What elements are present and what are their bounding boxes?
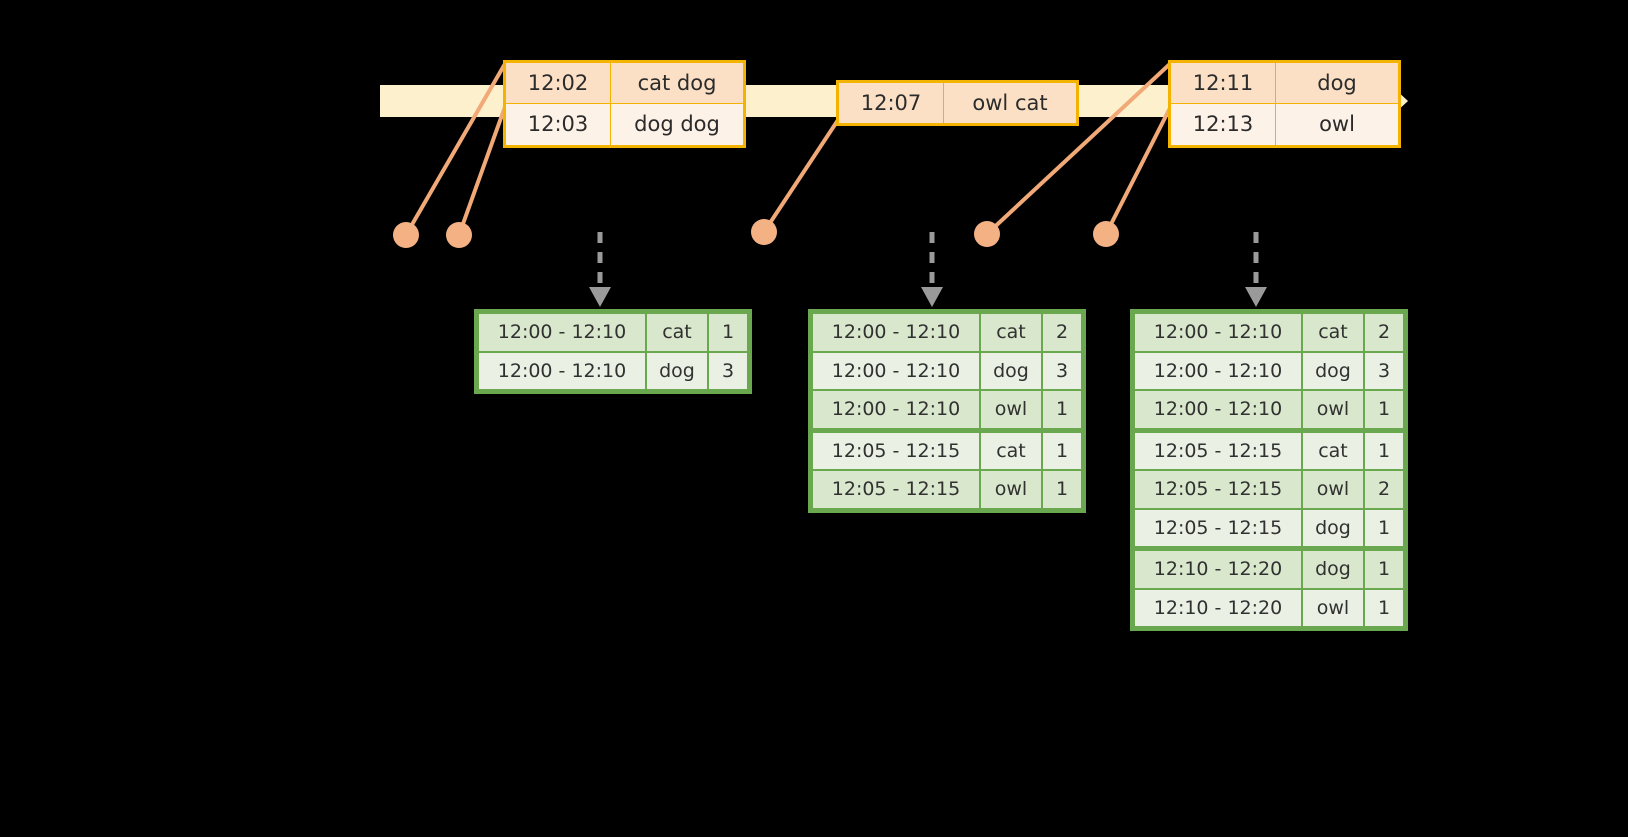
word-cell: owl bbox=[1302, 390, 1364, 432]
word-cell: cat bbox=[980, 431, 1042, 470]
count-cell: 3 bbox=[1042, 351, 1082, 390]
event-words: dog bbox=[1275, 60, 1400, 105]
down-arrow-2 bbox=[921, 232, 943, 307]
count-cell: 2 bbox=[1364, 313, 1404, 352]
event-row: 12:03 dog dog bbox=[504, 103, 745, 147]
count-cell: 3 bbox=[1364, 351, 1404, 390]
window-cell: 12:00 - 12:10 bbox=[812, 390, 980, 432]
event-box-3: 12:11 dog 12:13 owl bbox=[1168, 60, 1401, 148]
down-arrow-3 bbox=[1245, 232, 1267, 307]
count-cell: 1 bbox=[1364, 390, 1404, 432]
event-dots bbox=[393, 219, 1119, 248]
count-cell: 1 bbox=[1364, 431, 1404, 470]
event-time: 12:11 bbox=[1169, 60, 1276, 105]
event-dot-4 bbox=[974, 221, 1000, 247]
event-row: 12:13 owl bbox=[1169, 103, 1400, 147]
window-cell: 12:00 - 12:10 bbox=[478, 351, 646, 390]
window-cell: 12:10 - 12:20 bbox=[1134, 550, 1302, 589]
word-cell: dog bbox=[646, 351, 708, 390]
word-cell: cat bbox=[1302, 431, 1364, 470]
window-cell: 12:05 - 12:15 bbox=[1134, 508, 1302, 550]
window-cell: 12:05 - 12:15 bbox=[1134, 431, 1302, 470]
word-cell: owl bbox=[980, 470, 1042, 509]
connector-line-5 bbox=[1104, 102, 1174, 236]
count-cell: 1 bbox=[1364, 550, 1404, 589]
word-cell: cat bbox=[646, 313, 708, 352]
word-cell: dog bbox=[1302, 351, 1364, 390]
event-time: 12:13 bbox=[1169, 103, 1276, 147]
word-cell: cat bbox=[980, 313, 1042, 352]
event-time: 12:03 bbox=[504, 103, 611, 147]
count-cell: 1 bbox=[1042, 470, 1082, 509]
count-cell: 2 bbox=[1042, 313, 1082, 352]
window-cell: 12:00 - 12:10 bbox=[812, 313, 980, 352]
window-cell: 12:00 - 12:10 bbox=[478, 313, 646, 352]
event-row: 12:02 cat dog bbox=[504, 60, 745, 105]
count-cell: 3 bbox=[708, 351, 748, 390]
count-cell: 2 bbox=[1364, 470, 1404, 509]
count-cell: 1 bbox=[1364, 508, 1404, 550]
event-words: dog dog bbox=[610, 103, 745, 147]
word-cell: dog bbox=[980, 351, 1042, 390]
connector-line-1 bbox=[404, 60, 508, 237]
event-time: 12:07 bbox=[837, 80, 944, 126]
word-cell: owl bbox=[980, 390, 1042, 432]
event-row: 12:11 dog bbox=[1169, 60, 1400, 105]
window-cell: 12:05 - 12:15 bbox=[812, 470, 980, 509]
event-dot-3 bbox=[751, 219, 777, 245]
event-time: 12:02 bbox=[504, 60, 611, 105]
word-cell: owl bbox=[1302, 470, 1364, 509]
word-cell: cat bbox=[1302, 313, 1364, 352]
down-arrow-1 bbox=[589, 232, 611, 307]
word-cell: owl bbox=[1302, 588, 1364, 627]
event-words: owl bbox=[1275, 103, 1400, 147]
window-cell: 12:00 - 12:10 bbox=[812, 351, 980, 390]
event-words: owl cat bbox=[943, 80, 1078, 126]
word-cell: dog bbox=[1302, 550, 1364, 589]
connector-line-2 bbox=[457, 102, 508, 237]
window-cell: 12:05 - 12:15 bbox=[1134, 470, 1302, 509]
window-cell: 12:00 - 12:10 bbox=[1134, 313, 1302, 352]
event-words: cat dog bbox=[610, 60, 745, 105]
count-cell: 1 bbox=[1042, 390, 1082, 432]
event-box-1: 12:02 cat dog 12:03 dog dog bbox=[503, 60, 746, 148]
window-cell: 12:10 - 12:20 bbox=[1134, 588, 1302, 627]
event-dot-2 bbox=[446, 222, 472, 248]
count-cell: 1 bbox=[1042, 431, 1082, 470]
window-cell: 12:00 - 12:10 bbox=[1134, 390, 1302, 432]
event-dot-1 bbox=[393, 222, 419, 248]
count-cell: 1 bbox=[708, 313, 748, 352]
window-cell: 12:05 - 12:15 bbox=[812, 431, 980, 470]
connector-line-3 bbox=[762, 118, 840, 234]
count-cell: 1 bbox=[1364, 588, 1404, 627]
down-arrows bbox=[589, 232, 1267, 307]
event-dot-5 bbox=[1093, 221, 1119, 247]
word-cell: dog bbox=[1302, 508, 1364, 550]
event-box-2: 12:07 owl cat bbox=[836, 80, 1079, 127]
window-cell: 12:00 - 12:10 bbox=[1134, 351, 1302, 390]
event-row: 12:07 owl cat bbox=[837, 80, 1078, 126]
